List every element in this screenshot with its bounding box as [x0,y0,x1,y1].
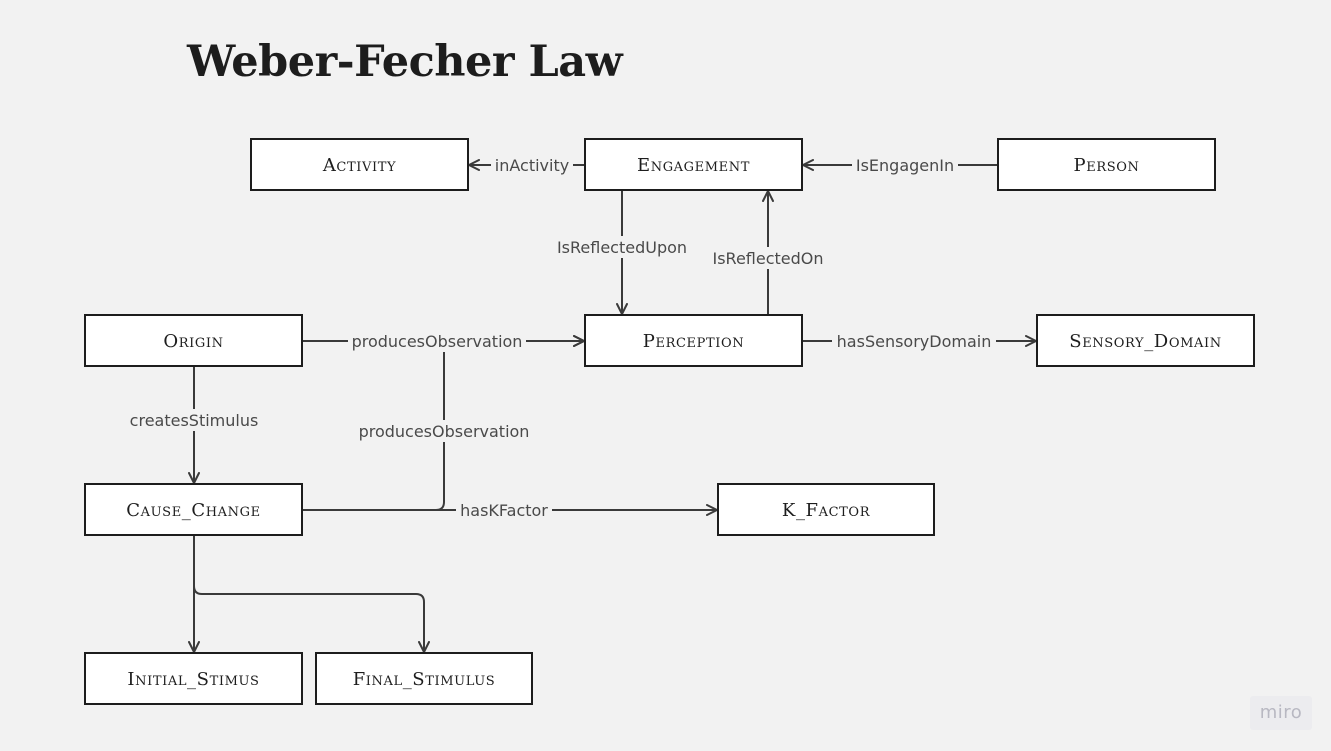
node-box [315,652,533,705]
edge-label-bg [555,236,689,258]
edge-labels: inActivity IsEngagenIn IsReflectedUpon I… [126,154,996,521]
node-box [584,314,803,367]
node-box [84,314,303,367]
edge-label-bg [711,247,825,269]
node-label-person: Person [1074,155,1140,176]
edge-label-bg [456,499,552,521]
node-cause-change[interactable]: Cause_Change [84,483,303,536]
node-box [84,483,303,536]
edge-label-bg [348,330,526,352]
node-k-factor[interactable]: K_Factor [717,483,935,536]
edge-label-creates-stimulus: createsStimulus [130,411,259,430]
node-box [584,138,803,191]
node-box [84,652,303,705]
edge-label-bg [491,154,573,176]
edge-label-is-engagen-in: IsEngagenIn [856,156,954,175]
edge-label-bg [126,409,262,431]
node-final-stimulus[interactable]: Final_Stimulus [315,652,533,705]
node-box [717,483,935,536]
nodes: Activity Engagement Person Origin Percep… [84,138,1255,705]
edge-label-in-activity: inActivity [495,156,569,175]
node-label-cause-change: Cause_Change [126,500,260,521]
edge-label-origin-produces-observation: producesObservation [352,332,523,351]
miro-watermark: miro [1250,696,1312,730]
node-engagement[interactable]: Engagement [584,138,803,191]
node-label-origin: Origin [163,331,223,352]
node-box [997,138,1216,191]
node-label-final-stimulus: Final_Stimulus [353,669,496,690]
node-label-initial-stimus: Initial_Stimus [127,669,259,690]
node-label-sensory-domain: Sensory_Domain [1069,331,1221,352]
node-perception[interactable]: Perception [584,314,803,367]
node-initial-stimus[interactable]: Initial_Stimus [84,652,303,705]
node-origin[interactable]: Origin [84,314,303,367]
node-person[interactable]: Person [997,138,1216,191]
edge-final-stimulus[interactable] [193,536,430,653]
edge-label-bg [832,330,996,352]
edge-label-is-reflected-upon: IsReflectedUpon [557,238,687,257]
node-label-activity: Activity [322,155,396,176]
node-label-k-factor: K_Factor [782,500,871,521]
edge-label-bg [355,420,533,442]
node-label-engagement: Engagement [637,155,750,176]
node-sensory-domain[interactable]: Sensory_Domain [1036,314,1255,367]
node-box [250,138,469,191]
diagram-title: Weber-Fecher Law [187,37,623,87]
edge-label-has-sensory-domain: hasSensoryDomain [837,332,992,351]
edge-label-has-k-factor: hasKFactor [460,501,548,520]
node-activity[interactable]: Activity [250,138,469,191]
edge-label-is-reflected-on: IsReflectedOn [712,249,823,268]
edge-label-cause-produces-observation: producesObservation [359,422,530,441]
edge-label-bg [852,154,958,176]
node-box [1036,314,1255,367]
node-label-perception: Perception [643,331,744,352]
